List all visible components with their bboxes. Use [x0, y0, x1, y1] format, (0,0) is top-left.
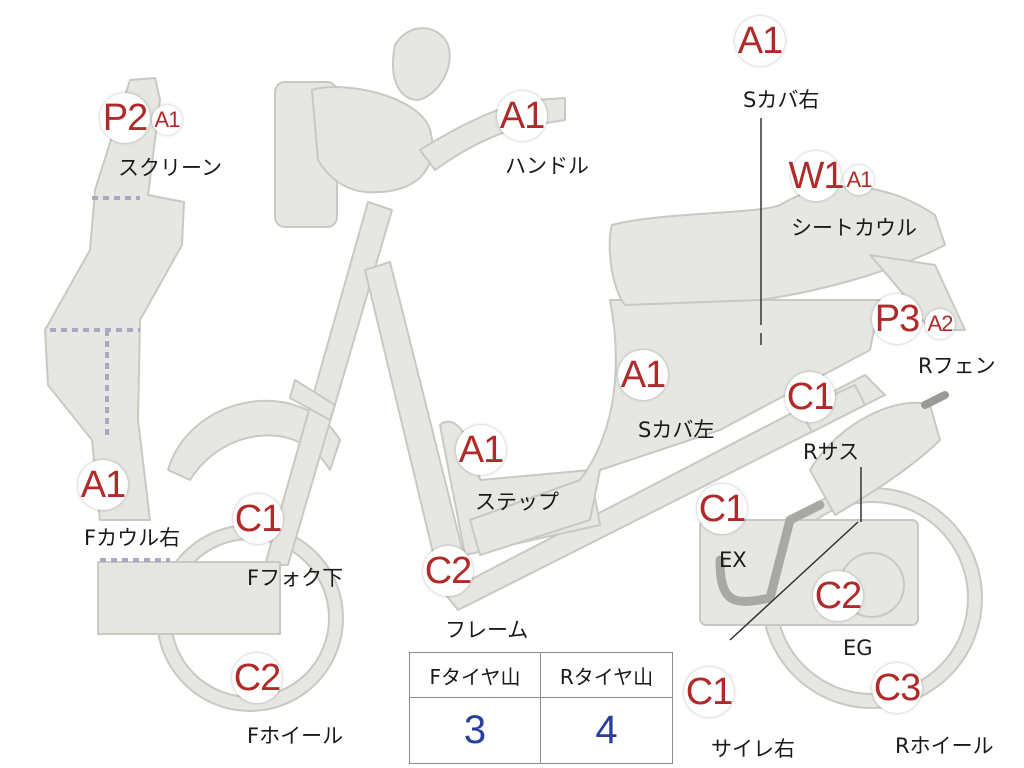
label-scover-left: Sカバ左: [638, 418, 715, 442]
table-column-divider: [540, 653, 541, 763]
marker-a1-seat[interactable]: A1: [844, 165, 874, 195]
label-step: ステップ: [475, 490, 559, 514]
muffler-tip-shape: [921, 391, 949, 409]
marker-c1-ffork[interactable]: C1: [233, 494, 283, 544]
marker-c1-muffler[interactable]: C1: [684, 667, 734, 717]
marker-a1-scover-left[interactable]: A1: [618, 350, 668, 400]
muffler-shape: [809, 401, 941, 516]
leader-muffler: [729, 521, 859, 641]
front-fender-shape: [167, 399, 341, 481]
front-cowl-lower-shape: [97, 561, 281, 635]
label-eg: EG: [843, 636, 873, 660]
seat-shape: [608, 185, 946, 306]
value-rear-tire: 4: [595, 708, 618, 752]
header-rear-tire: Rタイヤ山: [559, 664, 654, 689]
marker-w1-seat[interactable]: W1: [789, 151, 845, 201]
header-front-tire: Fタイヤ山: [429, 664, 521, 689]
label-handle: ハンドル: [505, 154, 589, 178]
label-ffork-lower: Fフォク下: [247, 566, 344, 590]
label-fwheel: Fホイール: [247, 724, 344, 748]
marker-a1-step[interactable]: A1: [456, 425, 506, 475]
label-rfender: Rフェン: [918, 354, 996, 378]
label-seat-cowl: シートカウル: [791, 216, 917, 240]
marker-a1-fcowl[interactable]: A1: [78, 460, 128, 510]
marker-c2-fwheel[interactable]: C2: [232, 653, 282, 703]
handle-cover-shape: [311, 86, 434, 194]
front-fork-shape: [264, 201, 393, 566]
marker-c1-ex[interactable]: C1: [697, 484, 747, 534]
label-fcowl-right: Fカウル右: [84, 526, 181, 550]
marker-a2-rfender[interactable]: A2: [925, 309, 955, 339]
value-front-tire: 3: [463, 708, 487, 752]
tire-tread-table: Fタイヤ山 Rタイヤ山 3 4: [409, 652, 673, 764]
marker-c3-rwheel[interactable]: C3: [872, 663, 922, 713]
marker-a1-handle[interactable]: A1: [497, 91, 547, 141]
steering-column-shape: [289, 379, 336, 421]
marker-a1-scover-right[interactable]: A1: [735, 16, 785, 66]
exhaust-pipe-shape: [715, 500, 825, 606]
label-scover-right: Sカバ右: [743, 88, 820, 112]
label-ex: EX: [719, 548, 747, 572]
marker-c1-rsus[interactable]: C1: [785, 372, 835, 422]
marker-c2-eg[interactable]: C2: [813, 571, 863, 621]
label-rsus: Rサス: [803, 440, 860, 464]
marker-c2-frame[interactable]: C2: [423, 546, 473, 596]
label-frame: フレーム: [445, 618, 529, 642]
front-cowl-shape: [44, 77, 185, 521]
label-rwheel: Rホイール: [895, 734, 994, 758]
marker-p3-rfender[interactable]: P3: [872, 294, 922, 344]
side-cover-shape: [469, 299, 881, 556]
label-screen: スクリーン: [118, 156, 222, 180]
marker-a1-screen[interactable]: A1: [152, 105, 182, 135]
mirror-shape: [392, 27, 451, 101]
marker-p2-screen[interactable]: P2: [100, 93, 150, 143]
label-muffler-right: サイレ右: [711, 737, 795, 761]
table-row-divider: [410, 697, 672, 698]
